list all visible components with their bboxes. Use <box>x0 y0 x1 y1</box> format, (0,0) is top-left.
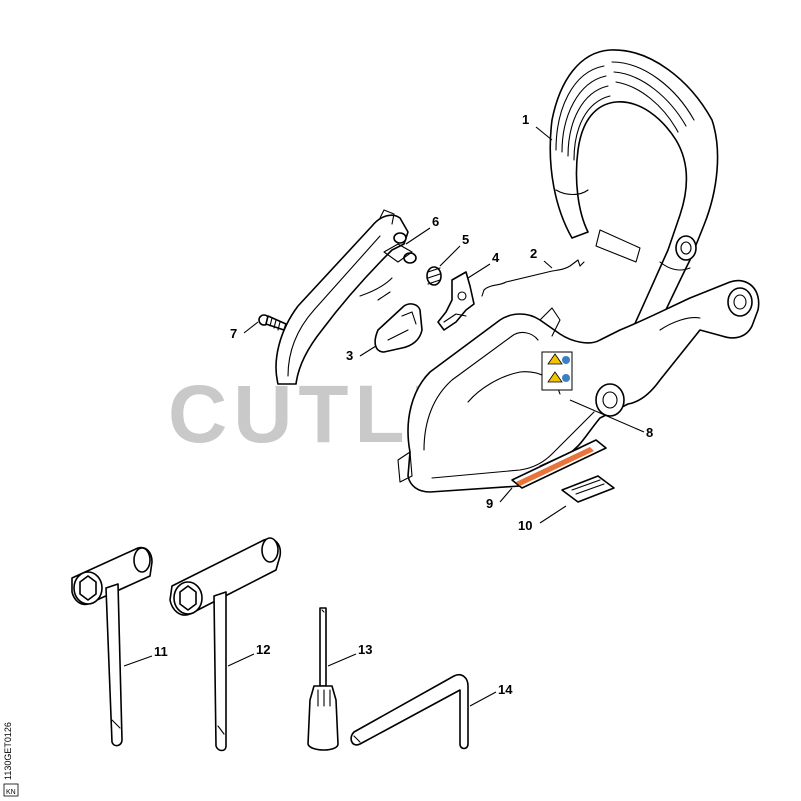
part-combination-wrench-b <box>169 537 282 752</box>
drawing-code: 1130GET0126 <box>3 722 13 780</box>
callout-1: 1 <box>522 112 529 127</box>
part-throttle-rod <box>481 259 585 297</box>
callout-11: 11 <box>154 644 168 659</box>
callout-4: 4 <box>492 250 500 265</box>
leader-line-9 <box>499 487 513 503</box>
part-handlebar <box>549 49 719 389</box>
callout-13: 13 <box>358 642 372 657</box>
leader-line-6 <box>405 227 431 245</box>
part-screwdriver <box>307 607 339 751</box>
callout-2: 2 <box>530 246 537 261</box>
callout-12: 12 <box>256 642 270 657</box>
leader-line-14 <box>469 691 497 707</box>
leader-line-2 <box>543 260 553 269</box>
callout-8: 8 <box>646 425 653 440</box>
part-combination-wrench-a <box>71 546 153 747</box>
leader-line-8 <box>569 399 645 433</box>
callout-10: 10 <box>518 518 532 533</box>
part-lockout-lever <box>374 303 423 353</box>
drawing-code-box <box>3 783 19 797</box>
leader-line-3 <box>359 345 377 357</box>
callout-9: 9 <box>486 496 493 511</box>
part-handle-frame <box>397 279 760 493</box>
part-interlock-lever <box>437 271 475 331</box>
leader-line-4 <box>467 263 491 279</box>
part-label-plate <box>561 475 615 503</box>
part-hex-key <box>350 673 469 750</box>
leader-line-13 <box>327 653 357 667</box>
callout-3: 3 <box>346 348 353 363</box>
callout-6: 6 <box>432 214 439 229</box>
leader-line-12 <box>227 653 255 667</box>
leader-line-11 <box>123 655 153 667</box>
part-screw <box>258 314 287 331</box>
callout-14: 14 <box>498 682 513 697</box>
leader-line-10 <box>539 505 567 524</box>
part-spring-wire <box>359 277 393 301</box>
leader-line-5 <box>439 245 461 267</box>
leader-line-1 <box>535 126 553 141</box>
part-decal-strip <box>511 439 607 489</box>
callout-7: 7 <box>230 326 237 341</box>
leader-line-7 <box>243 321 259 334</box>
part-spring <box>426 266 442 286</box>
callout-5: 5 <box>462 232 469 247</box>
drawing-code-small: KN <box>6 789 16 796</box>
